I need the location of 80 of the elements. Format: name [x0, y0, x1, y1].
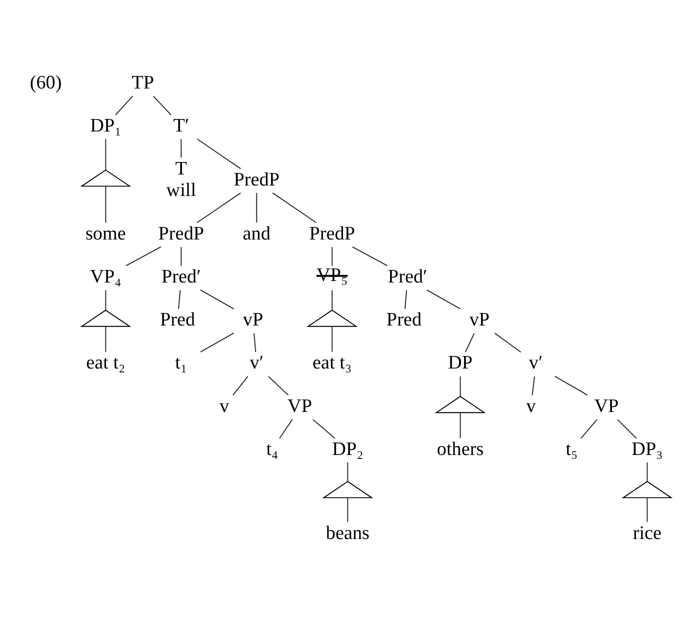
- connector: [494, 332, 522, 353]
- connector: [460, 412, 461, 439]
- connector: [332, 246, 333, 266]
- connector: [152, 96, 172, 116]
- connector: [332, 290, 333, 311]
- connector: [279, 419, 293, 439]
- node-triangle: [306, 310, 358, 327]
- node-text: t₁: [175, 352, 188, 374]
- connector: [464, 332, 475, 353]
- connector: [105, 290, 106, 311]
- node-text: v′: [528, 352, 543, 374]
- node-triangle: [80, 310, 132, 327]
- connector: [232, 376, 248, 396]
- node-text: TP: [132, 72, 154, 94]
- node-text: PredP: [158, 223, 204, 244]
- connector: [580, 419, 598, 439]
- node-text: v′: [250, 352, 264, 374]
- node-text: vP: [242, 310, 264, 331]
- node-text: DP₃: [632, 438, 663, 460]
- connector: [532, 376, 535, 396]
- node-text: PredP: [234, 169, 280, 190]
- node-text: others: [436, 438, 484, 460]
- node-text: v: [526, 396, 536, 417]
- connector: [196, 192, 242, 224]
- node-text: some: [85, 223, 126, 244]
- node-text: v: [220, 396, 230, 417]
- node-text: Pred′: [388, 266, 428, 288]
- node-text: t₄: [266, 438, 278, 460]
- node-triangle: [322, 480, 374, 498]
- node-text: rice: [632, 522, 662, 544]
- connector: [105, 326, 106, 352]
- node-text: T′: [173, 115, 190, 136]
- node-text: DP: [448, 352, 473, 374]
- connector: [312, 419, 336, 439]
- connector: [347, 462, 348, 482]
- connector: [426, 289, 461, 310]
- node-text: Pred′: [162, 266, 201, 288]
- node-text: VP: [594, 396, 619, 417]
- connector: [180, 138, 182, 158]
- node-text: eat t₃: [312, 352, 352, 374]
- connector: [178, 290, 181, 310]
- connector: [460, 376, 461, 397]
- node-text: vP: [469, 310, 490, 331]
- connector: [254, 332, 256, 353]
- node-text: PredP: [309, 223, 356, 244]
- connector: [554, 376, 588, 396]
- node-text: beans: [326, 522, 370, 544]
- node-text: VP₅: [316, 265, 348, 286]
- node-triangle: [80, 169, 132, 187]
- connector: [404, 290, 408, 310]
- node-text: VP: [288, 396, 312, 417]
- connector: [268, 376, 289, 396]
- node-text: t₅: [566, 438, 578, 460]
- node-text: T will: [166, 158, 196, 202]
- connector: [105, 138, 106, 170]
- connector: [200, 289, 234, 310]
- connector: [200, 332, 234, 352]
- connector: [646, 462, 648, 482]
- node-text: VP₄: [90, 266, 122, 288]
- connector: [646, 497, 648, 522]
- connector: [347, 497, 348, 522]
- node-text: DP₂: [332, 438, 364, 460]
- node-triangle: [622, 480, 673, 498]
- connector: [332, 326, 333, 352]
- node-text: DP₁: [90, 115, 122, 136]
- connector: [126, 246, 162, 266]
- node-text: Pred: [160, 310, 196, 331]
- connector: [115, 96, 134, 116]
- connector: [180, 246, 182, 266]
- connector: [196, 138, 242, 170]
- node-text: eat t₂: [86, 352, 126, 374]
- connector: [352, 246, 388, 266]
- node-text: Pred: [386, 310, 422, 331]
- label: (60): [30, 72, 62, 94]
- node-text: and: [242, 223, 270, 244]
- connector: [256, 192, 258, 224]
- node-triangle: [434, 396, 486, 414]
- connector: [617, 419, 637, 439]
- connector: [105, 186, 106, 224]
- connector: [272, 192, 317, 224]
